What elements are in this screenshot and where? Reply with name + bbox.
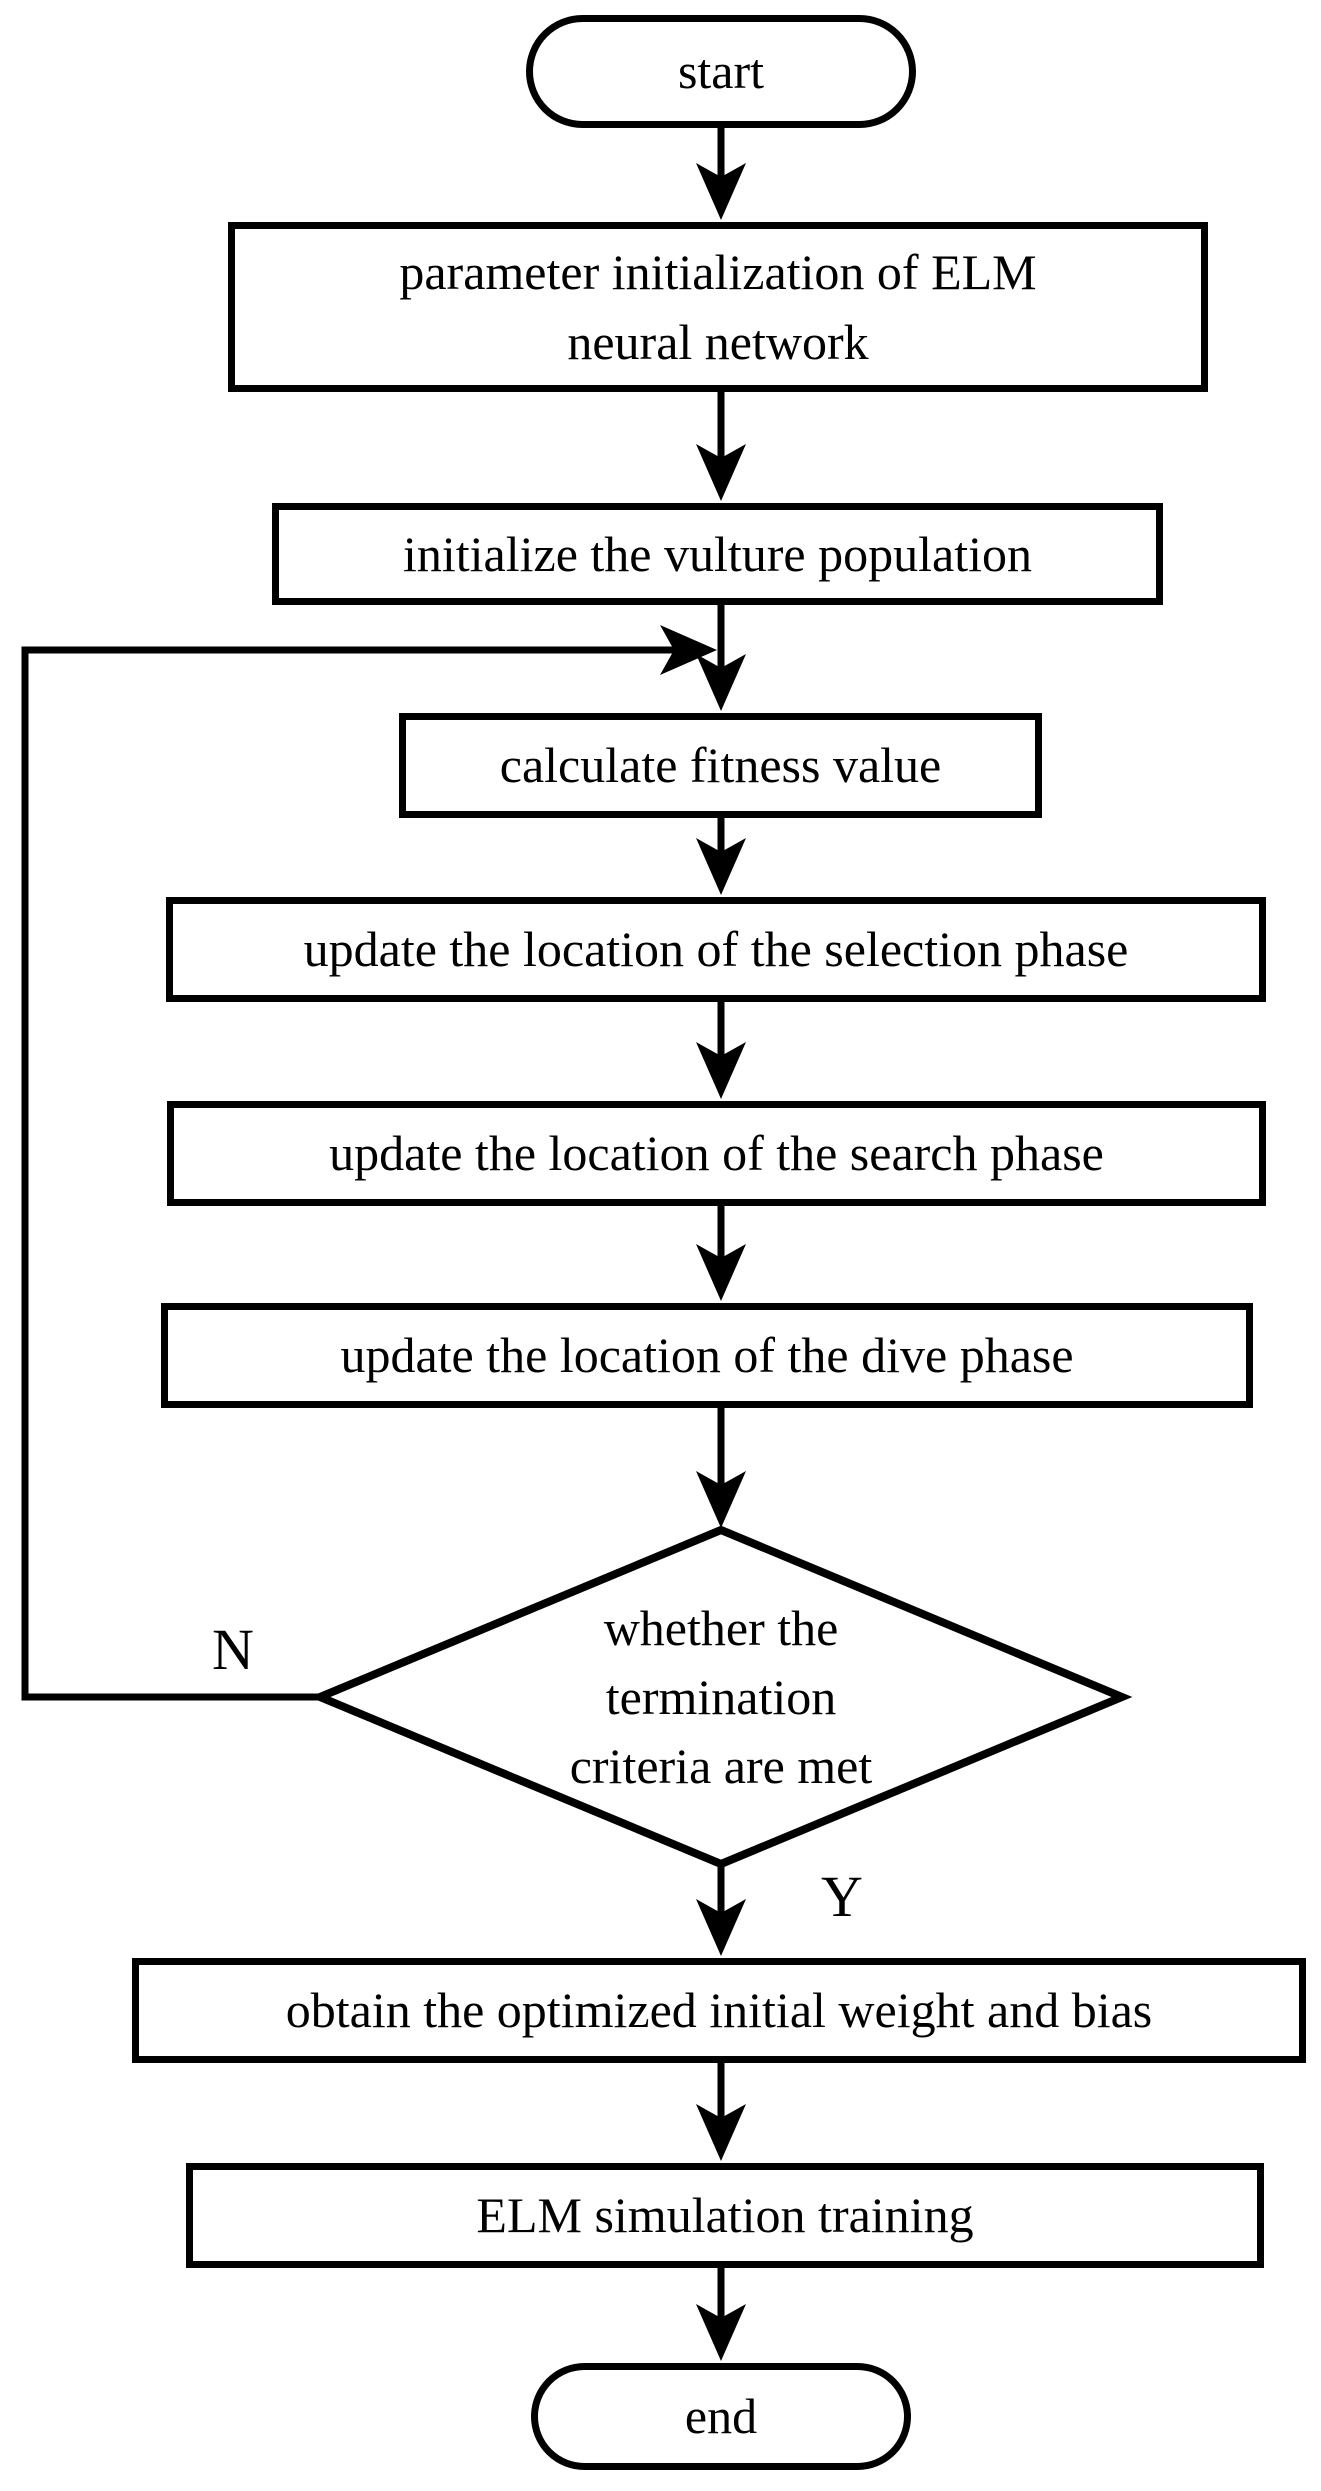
node-initialize-vulture-population: initialize the vulture population bbox=[272, 503, 1163, 605]
node-start-label: start bbox=[677, 43, 765, 99]
node-obtain-optimized-weight-bias: obtain the optimized initial weight and … bbox=[132, 1958, 1306, 2063]
node-update-dive-phase-label: update the location of the dive phase bbox=[340, 1327, 1074, 1383]
arrowhead-into-dive bbox=[696, 1244, 746, 1301]
arrowhead-into-end bbox=[696, 2304, 746, 2361]
arrowhead-into-training bbox=[696, 2104, 746, 2161]
node-elm-simulation-training: ELM simulation training bbox=[186, 2163, 1264, 2268]
node-parameter-initialization: parameter initialization of ELM neural n… bbox=[228, 222, 1208, 392]
node-termination-decision: whether the termination criteria are met bbox=[371, 1552, 1071, 1842]
node-termination-decision-line2: termination bbox=[605, 1668, 837, 1725]
node-update-selection-phase-label: update the location of the selection pha… bbox=[303, 921, 1129, 977]
arrowhead-into-termination bbox=[696, 1471, 746, 1528]
node-calculate-fitness-value: calculate fitness value bbox=[399, 713, 1042, 818]
node-update-selection-phase: update the location of the selection pha… bbox=[166, 897, 1266, 1002]
arrowhead-into-calc-fitness bbox=[696, 654, 746, 711]
arrowhead-into-selection bbox=[696, 838, 746, 895]
arrowhead-loop-junction bbox=[660, 625, 717, 675]
node-end: end bbox=[531, 2363, 911, 2470]
node-termination-decision-line3: criteria are met bbox=[569, 1737, 873, 1794]
node-update-search-phase-label: update the location of the search phase bbox=[329, 1125, 1104, 1181]
node-obtain-optimized-weight-bias-label: obtain the optimized initial weight and … bbox=[285, 1982, 1153, 2038]
arrowhead-into-obtain bbox=[696, 1899, 746, 1956]
node-start: start bbox=[526, 15, 916, 128]
node-update-dive-phase: update the location of the dive phase bbox=[161, 1303, 1253, 1408]
node-calculate-fitness-value-label: calculate fitness value bbox=[499, 737, 942, 793]
arrowhead-into-init-pop bbox=[696, 444, 746, 501]
decision-diamond-shape bbox=[309, 1525, 1133, 1869]
node-parameter-initialization-line1: parameter initialization of ELM bbox=[399, 244, 1037, 300]
arrowhead-into-search bbox=[696, 1042, 746, 1099]
edge-termination-no-loop bbox=[21, 646, 678, 1701]
node-update-search-phase: update the location of the search phase bbox=[167, 1101, 1266, 1206]
node-end-label: end bbox=[684, 2388, 758, 2444]
node-initialize-vulture-population-label: initialize the vulture population bbox=[402, 525, 1032, 582]
branch-label-yes: Y bbox=[821, 1864, 863, 1929]
node-elm-simulation-training-label: ELM simulation training bbox=[476, 2187, 974, 2243]
node-parameter-initialization-line2: neural network bbox=[567, 314, 869, 370]
arrowhead-into-param-init bbox=[696, 163, 746, 220]
node-termination-decision-line1: whether the bbox=[603, 1599, 839, 1656]
branch-label-no: N bbox=[212, 1617, 254, 1682]
